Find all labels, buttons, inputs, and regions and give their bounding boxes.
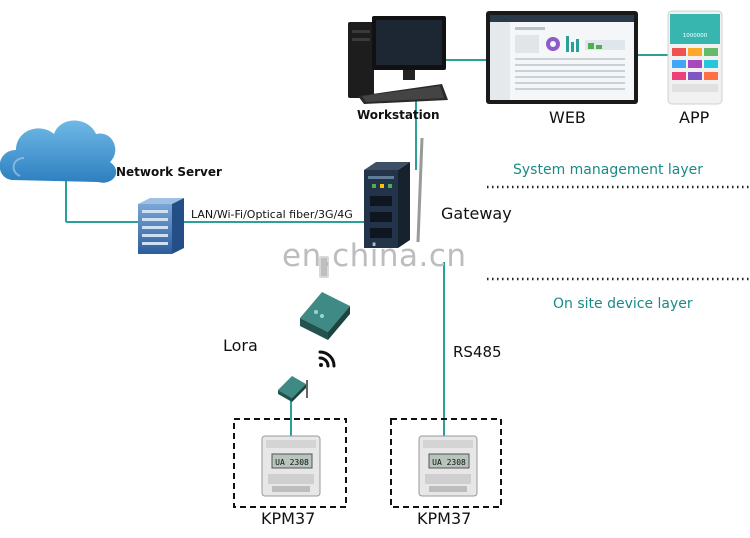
desktop-computer-icon — [348, 16, 448, 104]
system-layer-label: System management layer — [513, 162, 704, 178]
network-server-label: Network Server — [116, 165, 222, 179]
meter-display-right: UA 2308 — [432, 458, 466, 467]
wifi-signal-icon — [318, 350, 336, 368]
meter-frame-left — [233, 418, 347, 508]
app-label: APP — [679, 108, 710, 127]
antenna-icon — [319, 256, 329, 278]
link-types-label: LAN/Wi-Fi/Optical fiber/3G/4G — [191, 208, 353, 221]
server-stack-icon — [138, 198, 184, 254]
lora-module-icon — [300, 292, 350, 340]
lora-label: Lora — [223, 336, 258, 355]
lora-node-icon — [278, 376, 308, 402]
meter-display-left: UA 2308 — [275, 458, 309, 467]
energy-meter-icon: UA 2308 — [418, 435, 478, 497]
meter-frame-right — [390, 418, 502, 508]
energy-meter-icon: UA 2308 — [261, 435, 321, 497]
device-layer-label: On site device layer — [553, 296, 693, 312]
mobile-app-icon: 1000000 — [667, 10, 723, 105]
app-screen-value: 1000000 — [683, 33, 708, 39]
web-dashboard-icon — [486, 11, 638, 104]
gateway-label: Gateway — [441, 204, 512, 223]
meter-label-right: KPM37 — [417, 509, 472, 528]
watermark: en.china.cn — [282, 238, 467, 274]
gateway-device-icon — [364, 137, 424, 248]
web-label: WEB — [549, 108, 586, 127]
workstation-label: Workstation — [357, 108, 440, 122]
rs485-label: RS485 — [453, 343, 502, 361]
cloud-icon — [0, 120, 117, 183]
meter-label-left: KPM37 — [261, 509, 316, 528]
